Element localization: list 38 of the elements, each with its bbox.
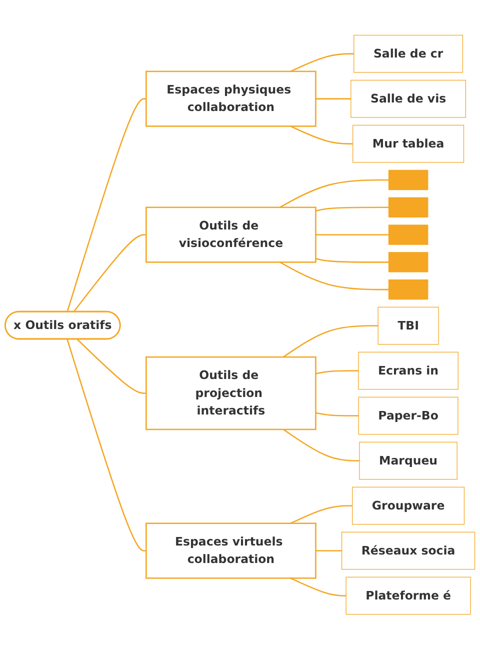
connector	[316, 98, 351, 100]
node-bar	[388, 252, 428, 272]
node-box: Salle de vis	[350, 80, 466, 118]
connector	[280, 262, 389, 290]
connector	[290, 126, 353, 145]
connector	[283, 429, 360, 462]
node-box: Outils de projection interactifs	[146, 356, 316, 430]
connector	[316, 206, 389, 212]
node-box: Outils de visioconférence	[146, 206, 316, 264]
connector	[66, 98, 146, 312]
node-box: Espaces physiques collaboration	[146, 71, 316, 128]
node-bar	[388, 280, 428, 300]
node-box: Marqueu	[359, 442, 458, 480]
connector	[290, 578, 346, 597]
connector	[316, 258, 389, 264]
node-box: Plateforme é	[346, 577, 471, 615]
connector	[280, 180, 389, 208]
connector	[290, 53, 354, 72]
node-bar	[388, 198, 428, 218]
connector	[290, 505, 352, 524]
node-box: Espaces virtuels collaboration	[146, 522, 316, 579]
connector	[316, 370, 358, 375]
node-bar	[388, 224, 428, 246]
node-box: Groupware	[352, 487, 465, 525]
node-box: TBI	[378, 307, 439, 345]
connector	[283, 325, 378, 358]
node-box: Ecrans in	[358, 352, 458, 390]
node-box: Paper-Bo	[358, 397, 458, 435]
connector	[73, 234, 146, 313]
node-bar	[388, 170, 428, 190]
connector	[76, 339, 146, 394]
node-box: Mur tablea	[352, 125, 464, 163]
node-box: Réseaux socia	[341, 532, 476, 570]
node-box: Salle de cr	[354, 35, 464, 73]
connector	[316, 412, 359, 417]
connector	[316, 234, 389, 236]
connector	[66, 339, 146, 552]
connector	[316, 550, 342, 552]
